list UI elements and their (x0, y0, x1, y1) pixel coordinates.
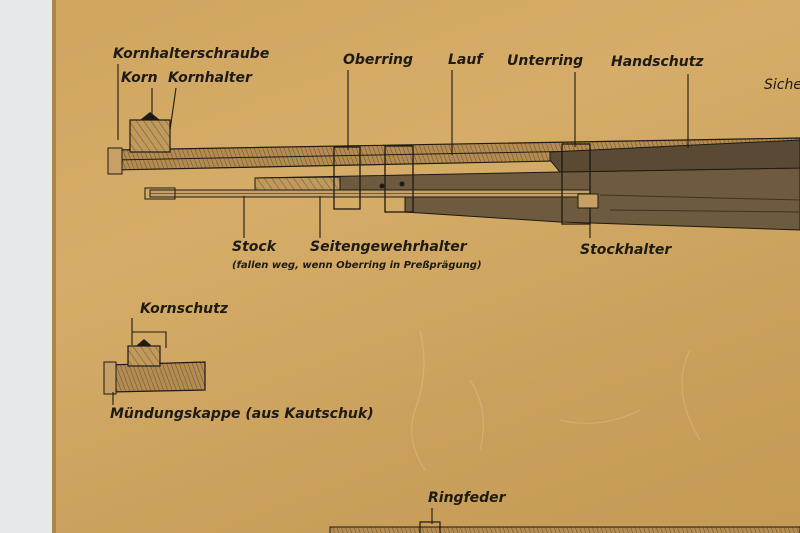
label-handschutz: Handschutz (611, 54, 704, 70)
label-sicherung-partial: Siche (764, 77, 800, 93)
wooden-stock (254, 139, 800, 231)
label-seitengewehrhalter-note: (fallen weg, wenn Oberring in Preßprägun… (232, 260, 482, 271)
label-korn: Korn (121, 70, 158, 86)
label-kornschutz: Kornschutz (140, 301, 228, 317)
label-kornhalter: Kornhalter (168, 70, 252, 86)
label-ringfeder: Ringfeder (428, 490, 506, 506)
label-stock: Stock (232, 239, 277, 255)
front-sight (107, 112, 171, 175)
lower-detail (329, 521, 800, 533)
poster-left-edge (52, 0, 56, 533)
label-oberring: Oberring (343, 52, 414, 68)
paper-stains (411, 329, 701, 471)
label-lauf: Lauf (448, 52, 483, 68)
label-unterring: Unterring (507, 53, 584, 69)
upper-band (333, 145, 414, 213)
label-kornhalterschraube: Kornhalterschraube (113, 46, 270, 62)
cleaning-rod (144, 187, 591, 200)
label-stockhalter: Stockhalter (580, 242, 672, 258)
label-muendungskappe: Mündungskappe (aus Kautschuk) (110, 406, 374, 422)
lower-band (561, 143, 599, 225)
diagram-poster (52, 0, 800, 533)
label-seitengewehrhalter: Seitengewehrhalter (310, 239, 467, 255)
leader-lines (112, 64, 689, 524)
muzzle-cap-detail (103, 339, 206, 395)
